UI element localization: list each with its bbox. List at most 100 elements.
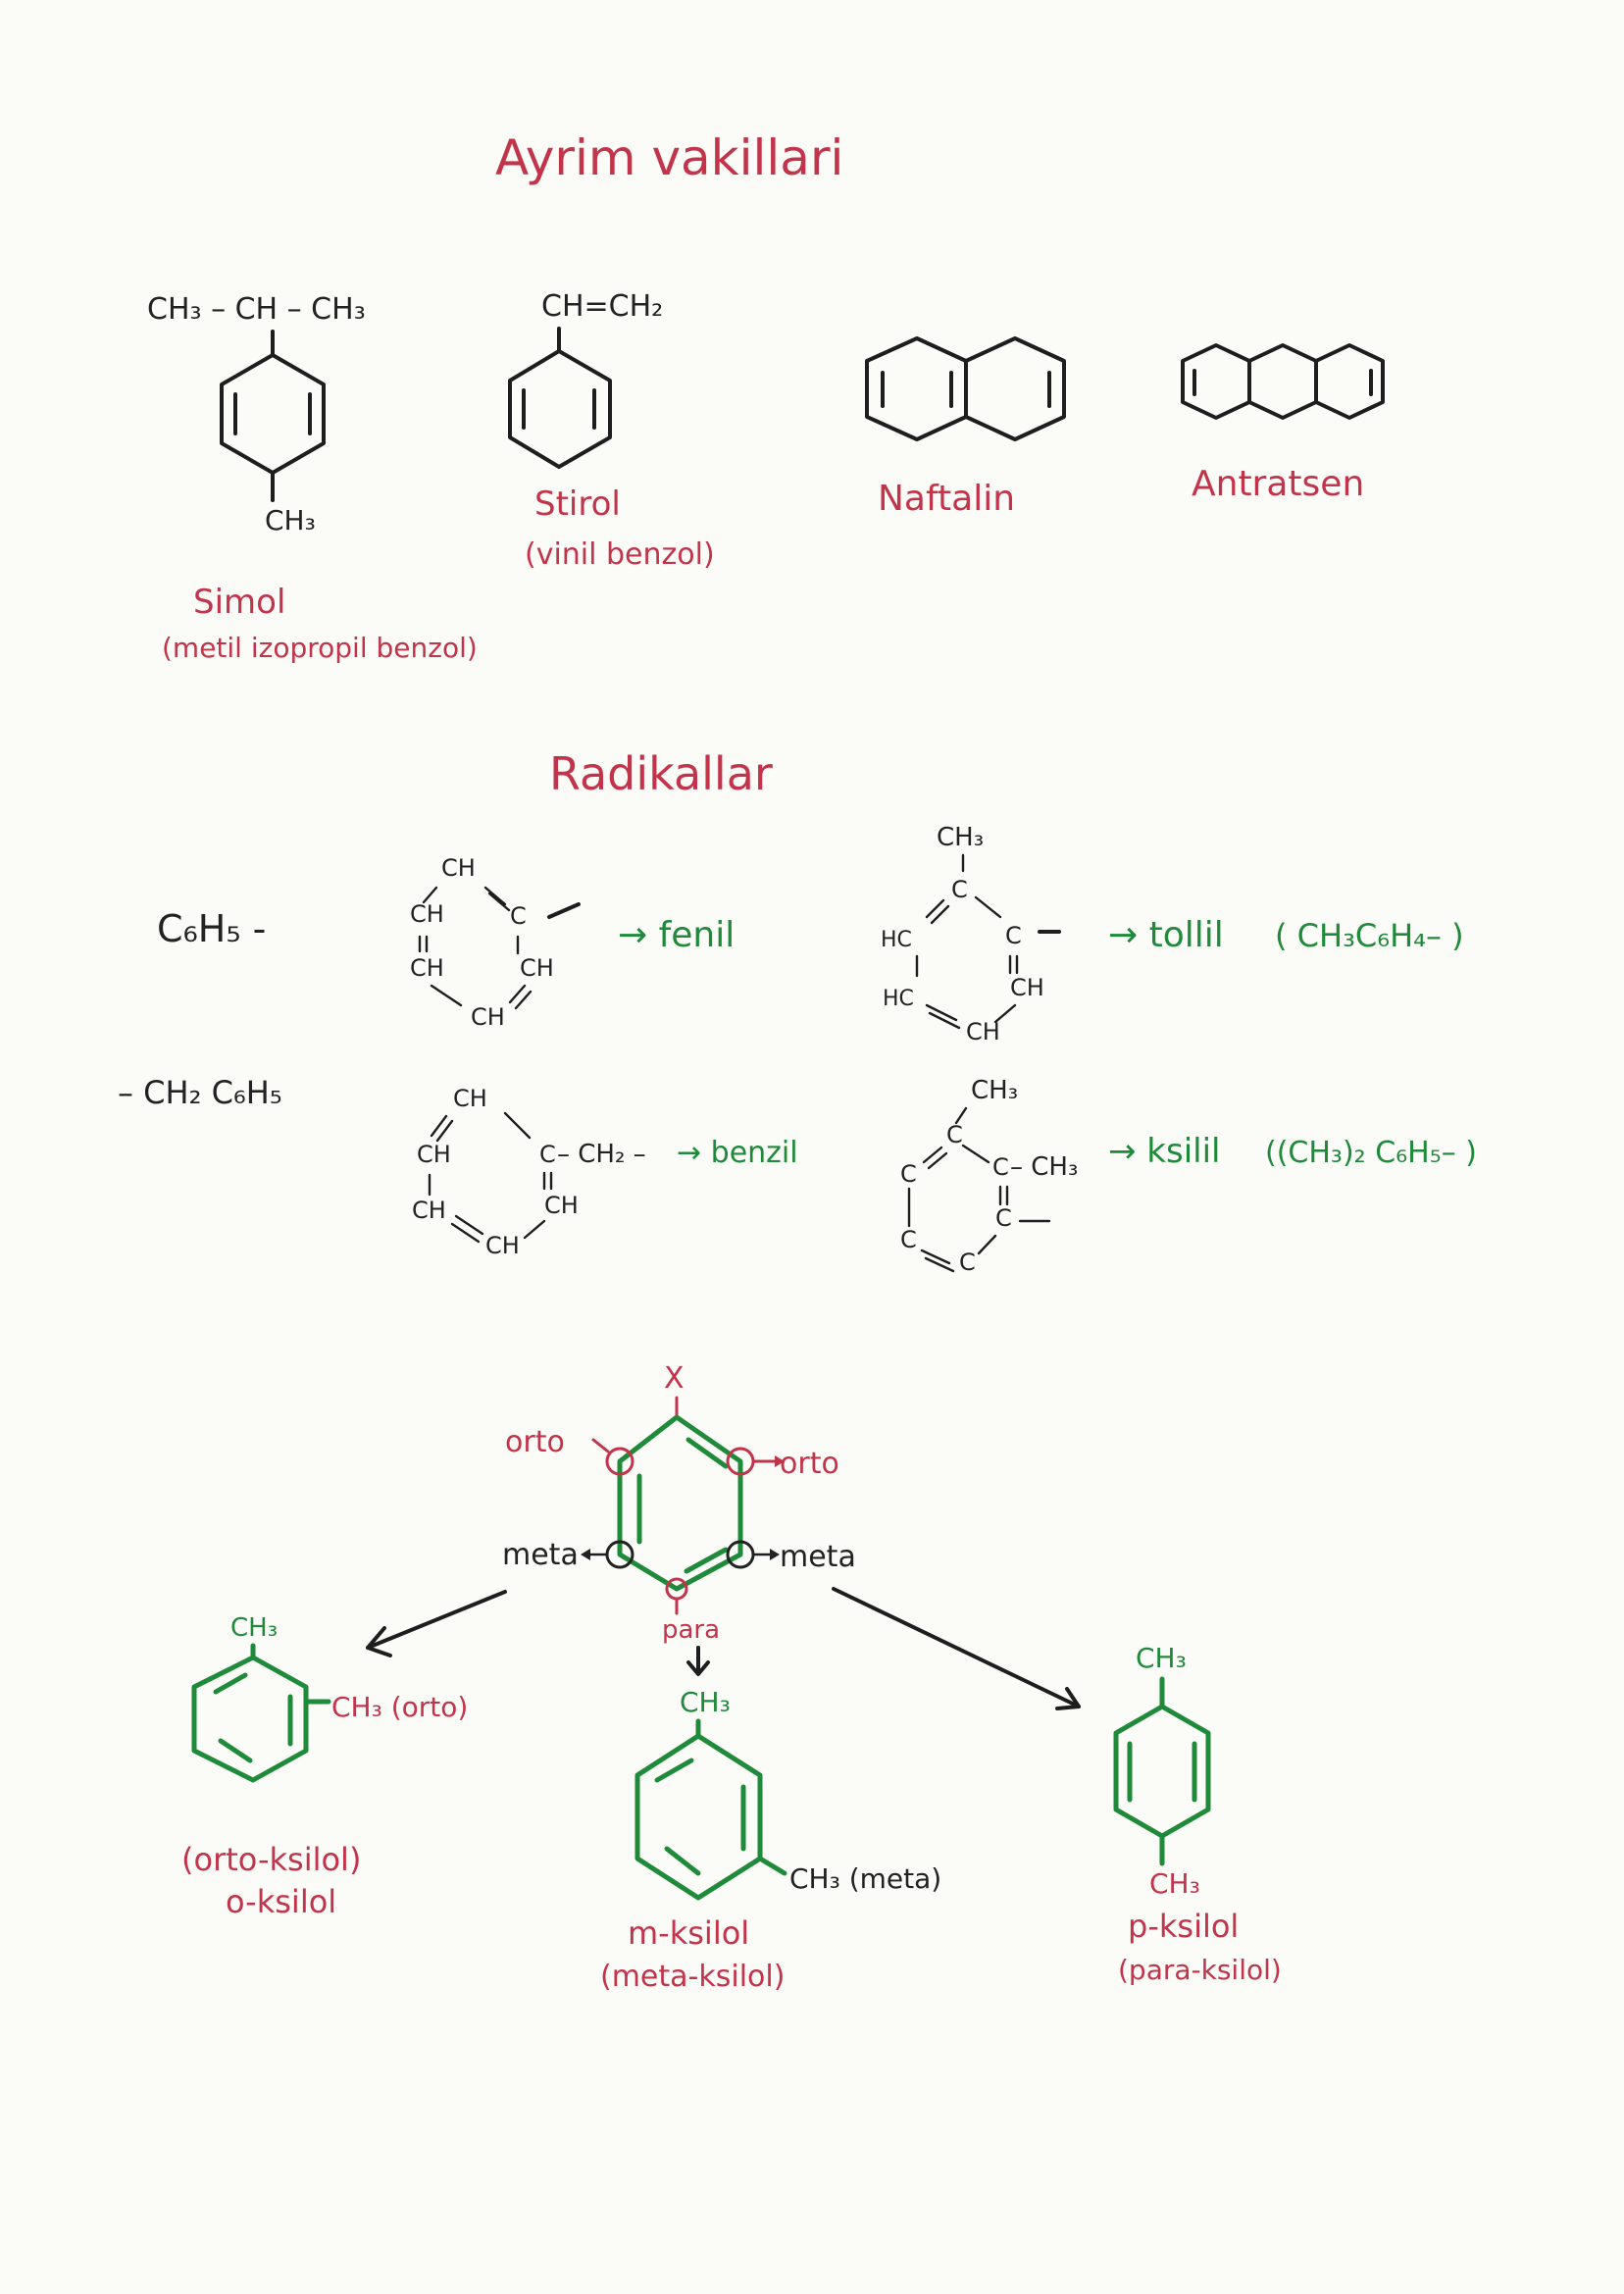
- fenil-atom-left-low: CH: [410, 954, 444, 982]
- benzil-atom-left-low: CH: [412, 1197, 446, 1224]
- antratsen-ring-3: [1314, 343, 1385, 420]
- ortho-name: (orto-ksilol): [181, 1841, 361, 1878]
- ksilil-bond: [927, 1151, 948, 1170]
- para-ch3-top: CH₃: [1136, 1642, 1187, 1674]
- ortho-ring-inner: [213, 1672, 248, 1695]
- tolil-bond: [930, 904, 950, 925]
- meta-ring: [634, 1733, 763, 1901]
- meta-name: m-ksilol: [628, 1914, 749, 1952]
- benzil-atom-left-up: CH: [417, 1141, 451, 1168]
- ksilil-bond: [920, 1249, 951, 1265]
- ortho-ring: [191, 1655, 309, 1783]
- meta-subname: (meta-ksilol): [600, 1960, 785, 1994]
- orto-left-marker: [605, 1447, 634, 1476]
- ortho-ch3-side: CH₃ (orto): [331, 1691, 468, 1723]
- tolil-bond: [925, 1003, 958, 1022]
- fenil-bond: [487, 892, 511, 912]
- ksilil-atom-bottom: C: [959, 1249, 976, 1276]
- ksilil-atom-left-up: C: [900, 1160, 917, 1188]
- ksilil-atom-top: C: [946, 1121, 963, 1148]
- ortho-subname: o-ksilol: [226, 1883, 336, 1920]
- benzil-atom-top: CH: [453, 1085, 487, 1112]
- tolil-atom-right: C: [1005, 922, 1022, 949]
- arrow-to-ortho: [366, 1590, 507, 1650]
- para-xylene: CH₃ CH₃ p-ksilol (para-ksilol): [1113, 1642, 1282, 1986]
- tolil-bond: [928, 1011, 961, 1030]
- fenil-atom-top: CH: [441, 854, 476, 882]
- para-name: p-ksilol: [1128, 1908, 1239, 1945]
- orto-right-arrowhead: [775, 1455, 785, 1467]
- tolil-atom-left-low: HC: [883, 987, 914, 1011]
- para-subname: (para-ksilol): [1118, 1954, 1282, 1986]
- fenil-bond: [508, 984, 527, 1004]
- tolil-bond: [993, 1003, 1017, 1024]
- fenil-atom-c: C: [510, 902, 527, 930]
- tolil-atom-left-up: HC: [881, 928, 912, 952]
- tolil-formula: ( CH₃C₆H₄– ): [1275, 917, 1464, 954]
- meta-right-arrowhead: [770, 1549, 780, 1560]
- benzil-bond: [430, 1114, 448, 1138]
- benzil-bond: [454, 1214, 484, 1236]
- fenil-atom-right: CH: [520, 954, 554, 982]
- stirol-name: Stirol: [534, 484, 621, 524]
- meta-xylene: CH₃ CH₃ (meta) m-ksilol (meta-ksilol): [600, 1686, 941, 1994]
- orto-left-label: orto: [505, 1425, 565, 1459]
- simol-structure: CH₃ – CH – CH₃ CH₃ Simol (metil izopropi…: [147, 292, 478, 664]
- stirol-structure: CH=CH₂ Stirol (vinil benzol): [508, 289, 715, 572]
- substituent-x: X: [664, 1361, 685, 1396]
- arrow-to-para: [832, 1587, 1081, 1708]
- fenil-atom-left-up: CH: [410, 900, 444, 928]
- arrow-to-ortho-head: [366, 1626, 392, 1657]
- ksilil-atom-left-low: C: [900, 1226, 917, 1253]
- simol-subname: (metil izopropil benzol): [162, 632, 478, 664]
- meta-ch3-side: CH₃ (meta): [789, 1862, 941, 1895]
- ksilil-ch3-side: – CH₃: [1010, 1152, 1078, 1182]
- ksilil-formula: ((CH₃)₂ C₆H₅– ): [1265, 1136, 1477, 1170]
- ksilil-ring: CH₃ C C C C C C: [900, 1076, 1051, 1276]
- tolil-atom-right-low: CH: [1010, 974, 1044, 1001]
- benzil-bond: [435, 1119, 454, 1143]
- tolil-bond: [925, 898, 945, 919]
- simol-top-formula: CH₃ – CH – CH₃: [147, 292, 366, 327]
- tolil-ring: CH₃ C C CH CH HC HC: [881, 823, 1061, 1045]
- antratsen-name: Antratsen: [1192, 464, 1364, 504]
- position-ring-inner: [685, 1437, 729, 1469]
- ksilil-atom-right-low: C: [995, 1204, 1012, 1232]
- position-ring: [617, 1414, 743, 1592]
- position-diagram: X orto orto meta meta para: [502, 1361, 856, 1676]
- simol-bottom-formula: CH₃: [265, 504, 316, 536]
- ksilil-atom-right: C: [992, 1153, 1009, 1181]
- fenil-label: → fenil: [618, 915, 735, 955]
- fenil-ring: CH C CH CH CH CH: [410, 854, 581, 1031]
- benzil-bond: [523, 1219, 546, 1240]
- tolil-ch3: CH₃: [937, 823, 984, 852]
- fenil-bond: [483, 886, 507, 906]
- benzil-bond: [450, 1222, 481, 1244]
- main-title: Ayrim vakillari: [495, 129, 843, 186]
- para-label: para: [662, 1615, 720, 1645]
- ksilil-label: → ksilil: [1108, 1132, 1220, 1171]
- meta-left-arrowhead: [581, 1549, 590, 1560]
- ksilil-bond: [954, 1106, 968, 1125]
- meta-ch3-top: CH₃: [680, 1686, 731, 1718]
- ksilil-bond: [961, 1144, 990, 1164]
- orto-right-label: orto: [780, 1447, 839, 1481]
- orto-left-arrow: [591, 1438, 610, 1453]
- radicals-title: Radikallar: [549, 747, 773, 800]
- benzil-bond: [503, 1111, 532, 1140]
- para-down-arrowhead: [686, 1660, 710, 1676]
- naftalin-ring-right: [964, 336, 1066, 441]
- meta-right-label: meta: [780, 1540, 856, 1574]
- fenil-free-bond: [547, 902, 581, 919]
- fenil-bond: [514, 990, 533, 1010]
- simol-name: Simol: [193, 583, 285, 622]
- ksilil-ch3-top: CH₃: [971, 1076, 1018, 1105]
- tolil-atom-top: C: [951, 876, 968, 903]
- fenil-bond: [422, 886, 438, 904]
- stirol-top-formula: CH=CH₂: [541, 289, 663, 324]
- benzil-ch2: – CH₂ –: [557, 1140, 646, 1169]
- meta-ring-inner: [664, 1846, 701, 1876]
- phenyl-formula: C₆H₅ -: [157, 907, 266, 950]
- benzil-label: → benzil: [677, 1136, 798, 1170]
